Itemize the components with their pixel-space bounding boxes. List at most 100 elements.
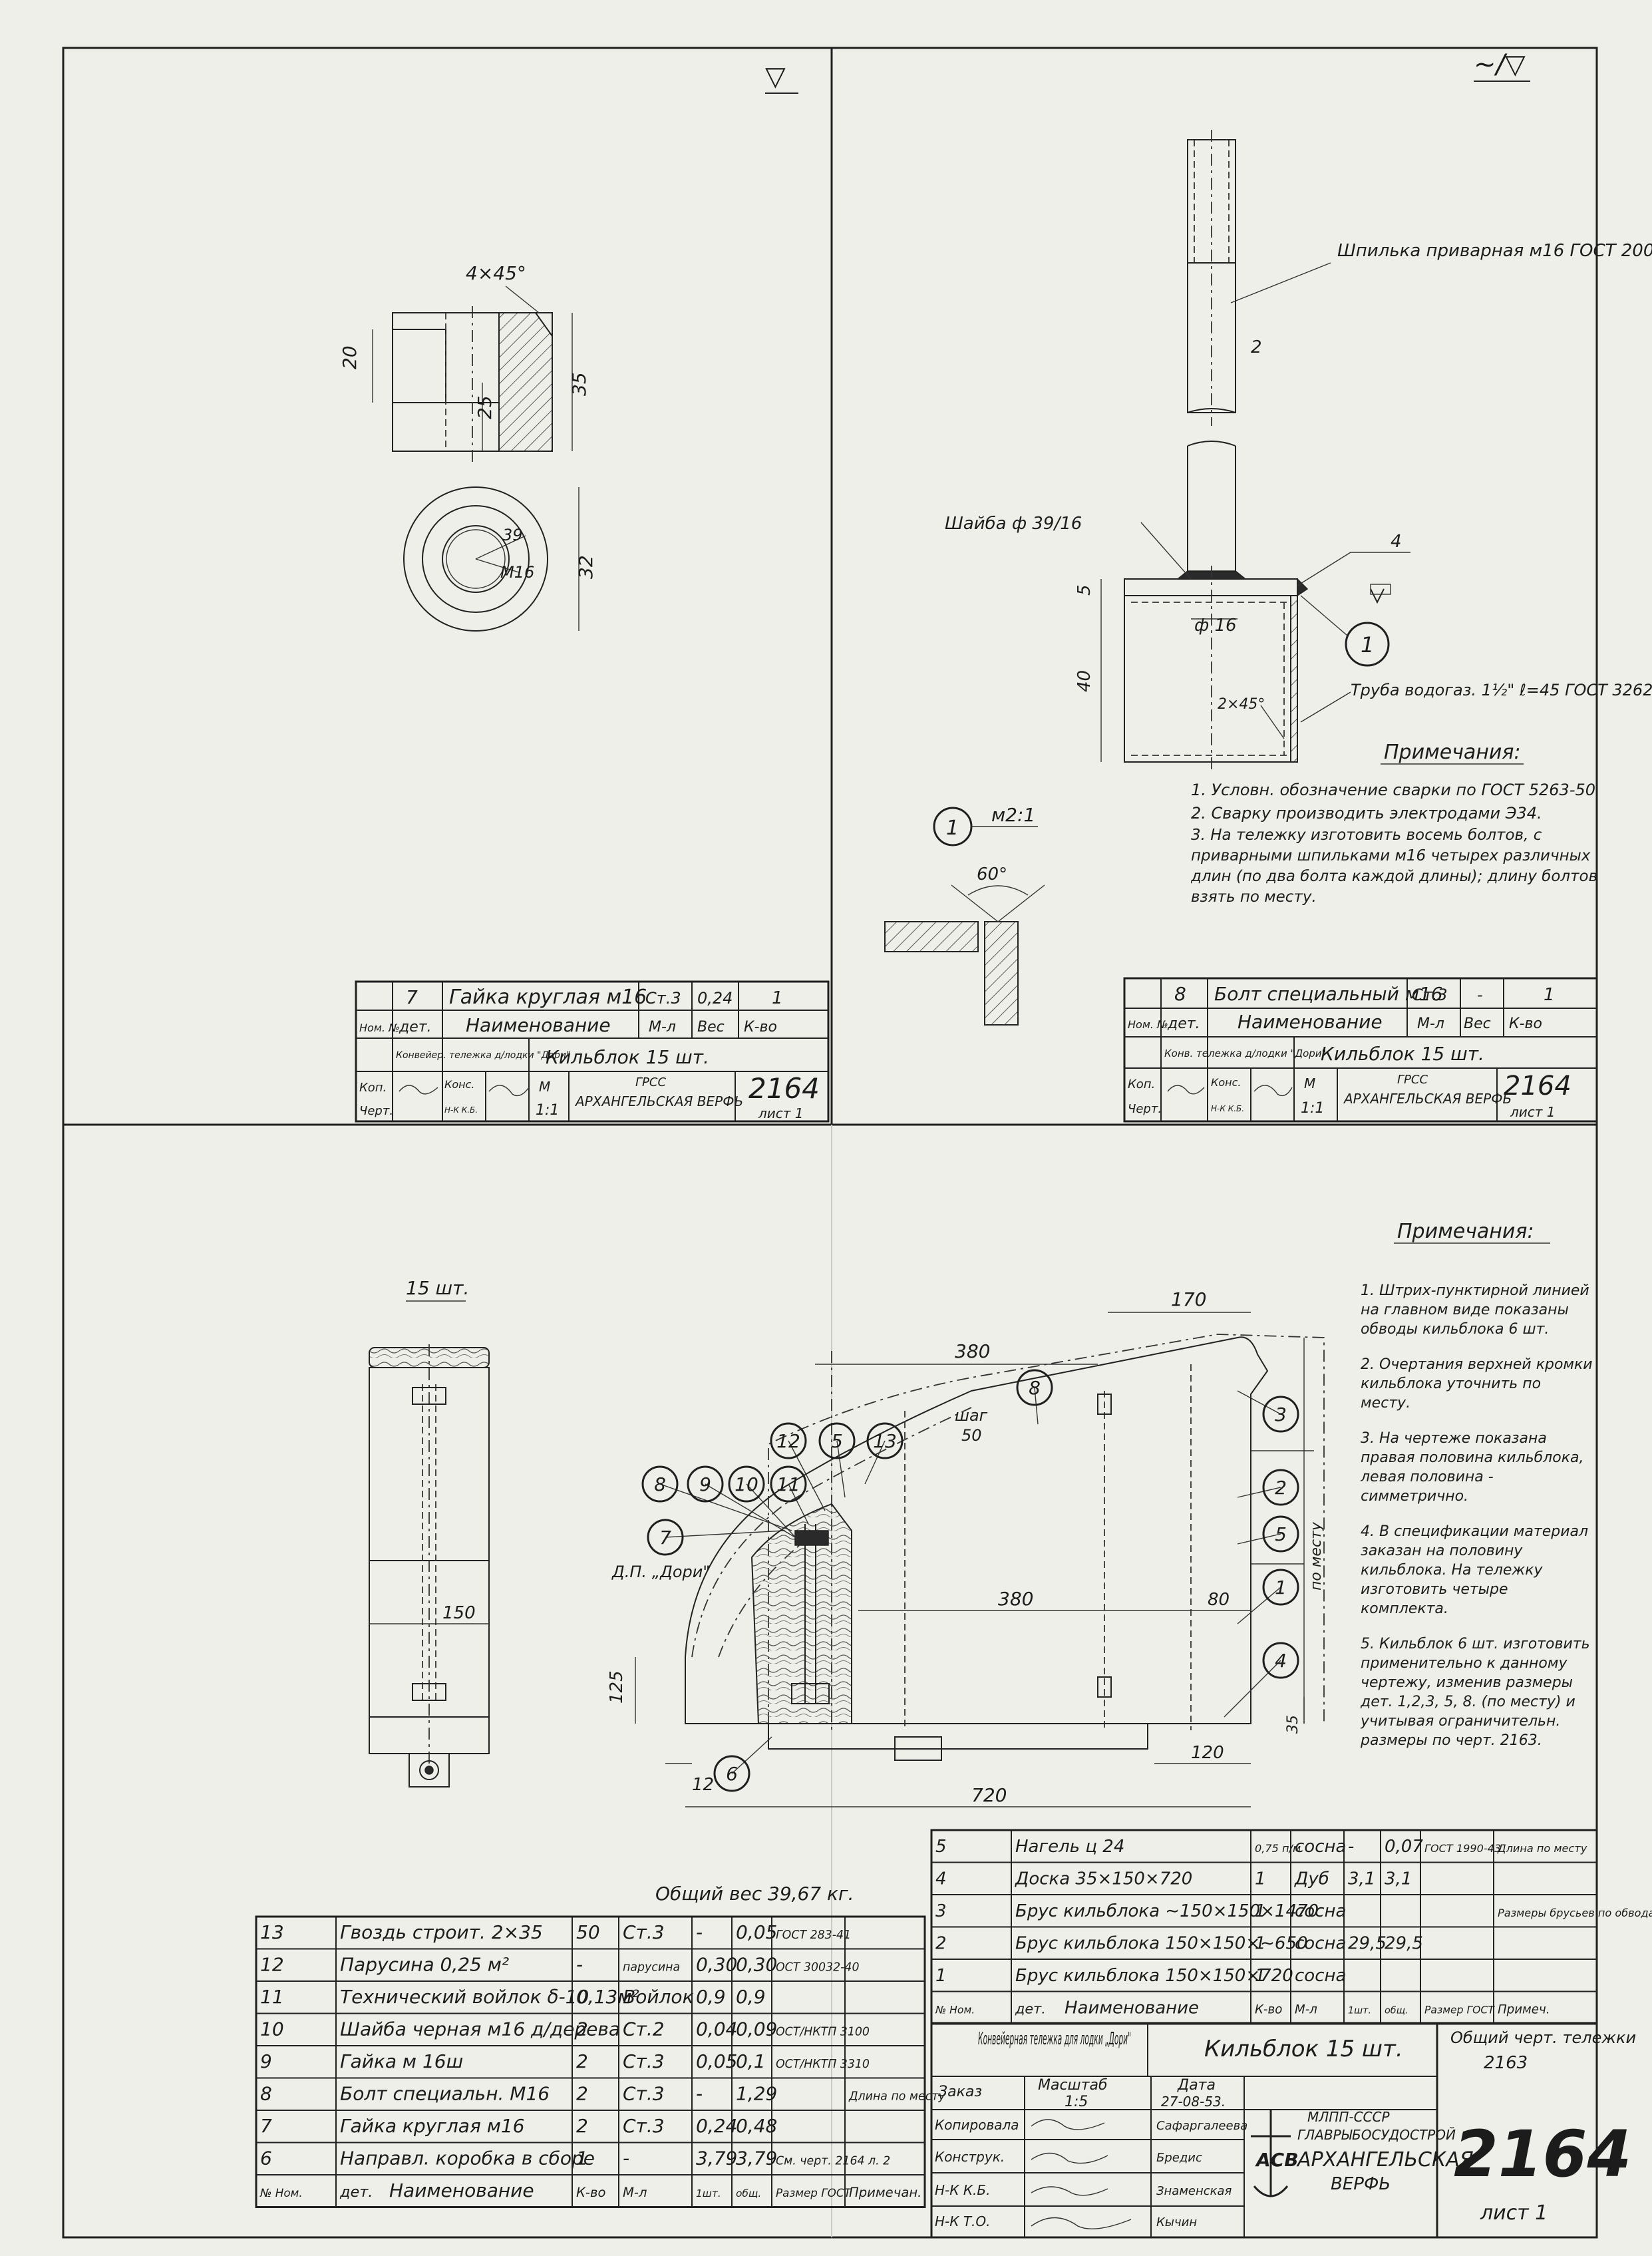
signature [1031,2119,1105,2130]
part-callout-number: 4 [1275,1650,1287,1672]
table-cell-name: Гвоздь строит. 2×35 [340,1921,543,1943]
m-label: М [539,1079,550,1095]
table-header-qty: К-во [1255,2002,1282,2016]
table-cell-w2: 0,05 [736,1921,777,1943]
break-mark: 2 [1251,337,1262,357]
table-cell-w1: 3,79 [696,2147,737,2169]
roughness-mark: ▽ [765,61,786,92]
table-cell-qty: 1 [1255,1966,1266,1986]
table-cell-std: См. черт. 2164 л. 2 [776,2154,890,2167]
pos-number: 8 [1174,983,1186,1005]
table-cell-mat: сосна [1295,1837,1346,1857]
table-header-pos: № Ном. [259,2186,303,2199]
m-label: М [1304,1075,1315,1091]
nk-kb: Н-К К.Б. [1211,1104,1244,1113]
dim-16: ф 16 [1194,616,1237,636]
assembly-note: 4. В спецификации материал заказан на по… [1361,1523,1589,1617]
dim-35: 35 [1285,1715,1301,1734]
table-cell-w2: 0,48 [736,2115,777,2137]
table-header-det: дет. [1015,2000,1046,2016]
assembly-name: Конвейерная тележка для лодки „Дори" [978,2029,1131,2049]
callout-leader [1224,1660,1281,1718]
part-callout-balloon [641,1465,679,1503]
weld-angle: 60° [977,864,1007,884]
assembly-main-view: 380 170 380 80 шаг 50 125 12 720 120 35 … [607,1288,1325,1807]
callout-leader [1034,1387,1039,1425]
table-cell-name: Гайка круглая м16 [340,2115,524,2137]
table-header-name: Наименование [1065,1998,1199,2018]
dim-32: 32 [575,555,597,579]
sheet-number: лист 1 [1480,2201,1548,2225]
table-cell-name: Брус кильблока 150×150×∼650 [1015,1933,1308,1953]
part-callout-number: 13 [873,1430,897,1452]
part-name: Болт специальный м16 [1214,983,1442,1005]
table-cell-qty: 1 [1255,1869,1266,1889]
table-cell-w1: 3,1 [1348,1869,1375,1889]
signature [399,1085,438,1095]
table-cell-name: Брус кильблока 150×150×720 [1015,1966,1293,1986]
hdr-det: дет. [1167,1016,1200,1032]
dim-shag: шаг [955,1406,988,1425]
part-callout-balloon [770,1465,807,1503]
table-cell-w2: 3,1 [1385,1869,1412,1889]
detail-callout-text: 1 [1361,632,1374,658]
part-callout-balloon [866,1422,904,1459]
table-cell-w2: 29,5 [1385,1933,1423,1953]
part-name: Гайка круглая м16 [449,986,647,1009]
bolt-note: 1. Условн. обозначение сварки по ГОСТ 52… [1191,781,1595,799]
table-cell-qty: 50 [576,1921,600,1943]
pipe-label: Труба водогаз. 1½" ℓ=45 ГОСТ 3262-46 [1351,681,1652,699]
date-label: Дата [1177,2077,1216,2094]
callout-leader [659,1483,792,1531]
bolt-title-block: 8 Болт специальный м16 Ст.3 - 1 Ном. № д… [1123,977,1598,1123]
table-header-w1: 1шт. [696,2187,721,2199]
assembly-note: 5. Кильблок 6 шт. изготовить применитель… [1361,1636,1590,1749]
table-cell-n: 6 [260,2147,272,2169]
date-value: 27-08-53. [1161,2094,1226,2110]
table-cell-n: 8 [260,2082,272,2104]
table-cell-qty: - [576,1953,583,1975]
table-cell-w1: - [1348,1837,1354,1857]
material: Ст.3 [1412,986,1448,1004]
assembly-note: 3. На чертеже показана правая половина к… [1361,1430,1584,1505]
assembly-note: 1. Штрих-пунктирной линией на главном ви… [1361,1282,1589,1338]
dim-m16: M16 [500,563,534,582]
signature [1253,1085,1293,1097]
dim-50: 50 [961,1426,982,1445]
drawing-number: 2164 [1454,2117,1631,2191]
table-cell-name: Шайба черная м16 д/дерева [340,2018,620,2040]
notes-title: Примечания: [1397,1220,1534,1243]
signature [488,1085,530,1097]
org-ministry: МЛПП-СССР [1307,2109,1390,2125]
table-cell-mat: Ст.3 [623,2050,665,2072]
table-cell-mat: парусина [623,1961,680,1974]
scale-value: 1:5 [1065,2094,1088,2110]
part-callout-balloon [818,1422,856,1459]
dim-150: 150 [442,1603,476,1623]
dim-380: 380 [955,1340,990,1362]
table-header-w2: общ. [736,2187,761,2199]
role-nkkb: Н-К К.Б. [935,2182,990,2198]
part-callout-balloon [1262,1515,1299,1553]
table-cell-n: 7 [260,2115,272,2137]
table-header-mat: М-л [1295,2002,1317,2016]
table-cell-w1: 0,05 [696,2050,737,2072]
name-constructor: Бредис [1156,2151,1202,2165]
scale-label: Масштаб [1038,2077,1108,2094]
dim-20: 20 [339,345,361,369]
dp-label: Д.П. „Дори" [611,1563,710,1581]
table-cell-n: 11 [260,1986,284,2008]
part-callout-number: 5 [831,1430,843,1452]
table-header-qty: К-во [576,2185,606,2200]
detail-scale: м2:1 [991,804,1035,826]
part-callout-number: 2 [1275,1477,1287,1499]
